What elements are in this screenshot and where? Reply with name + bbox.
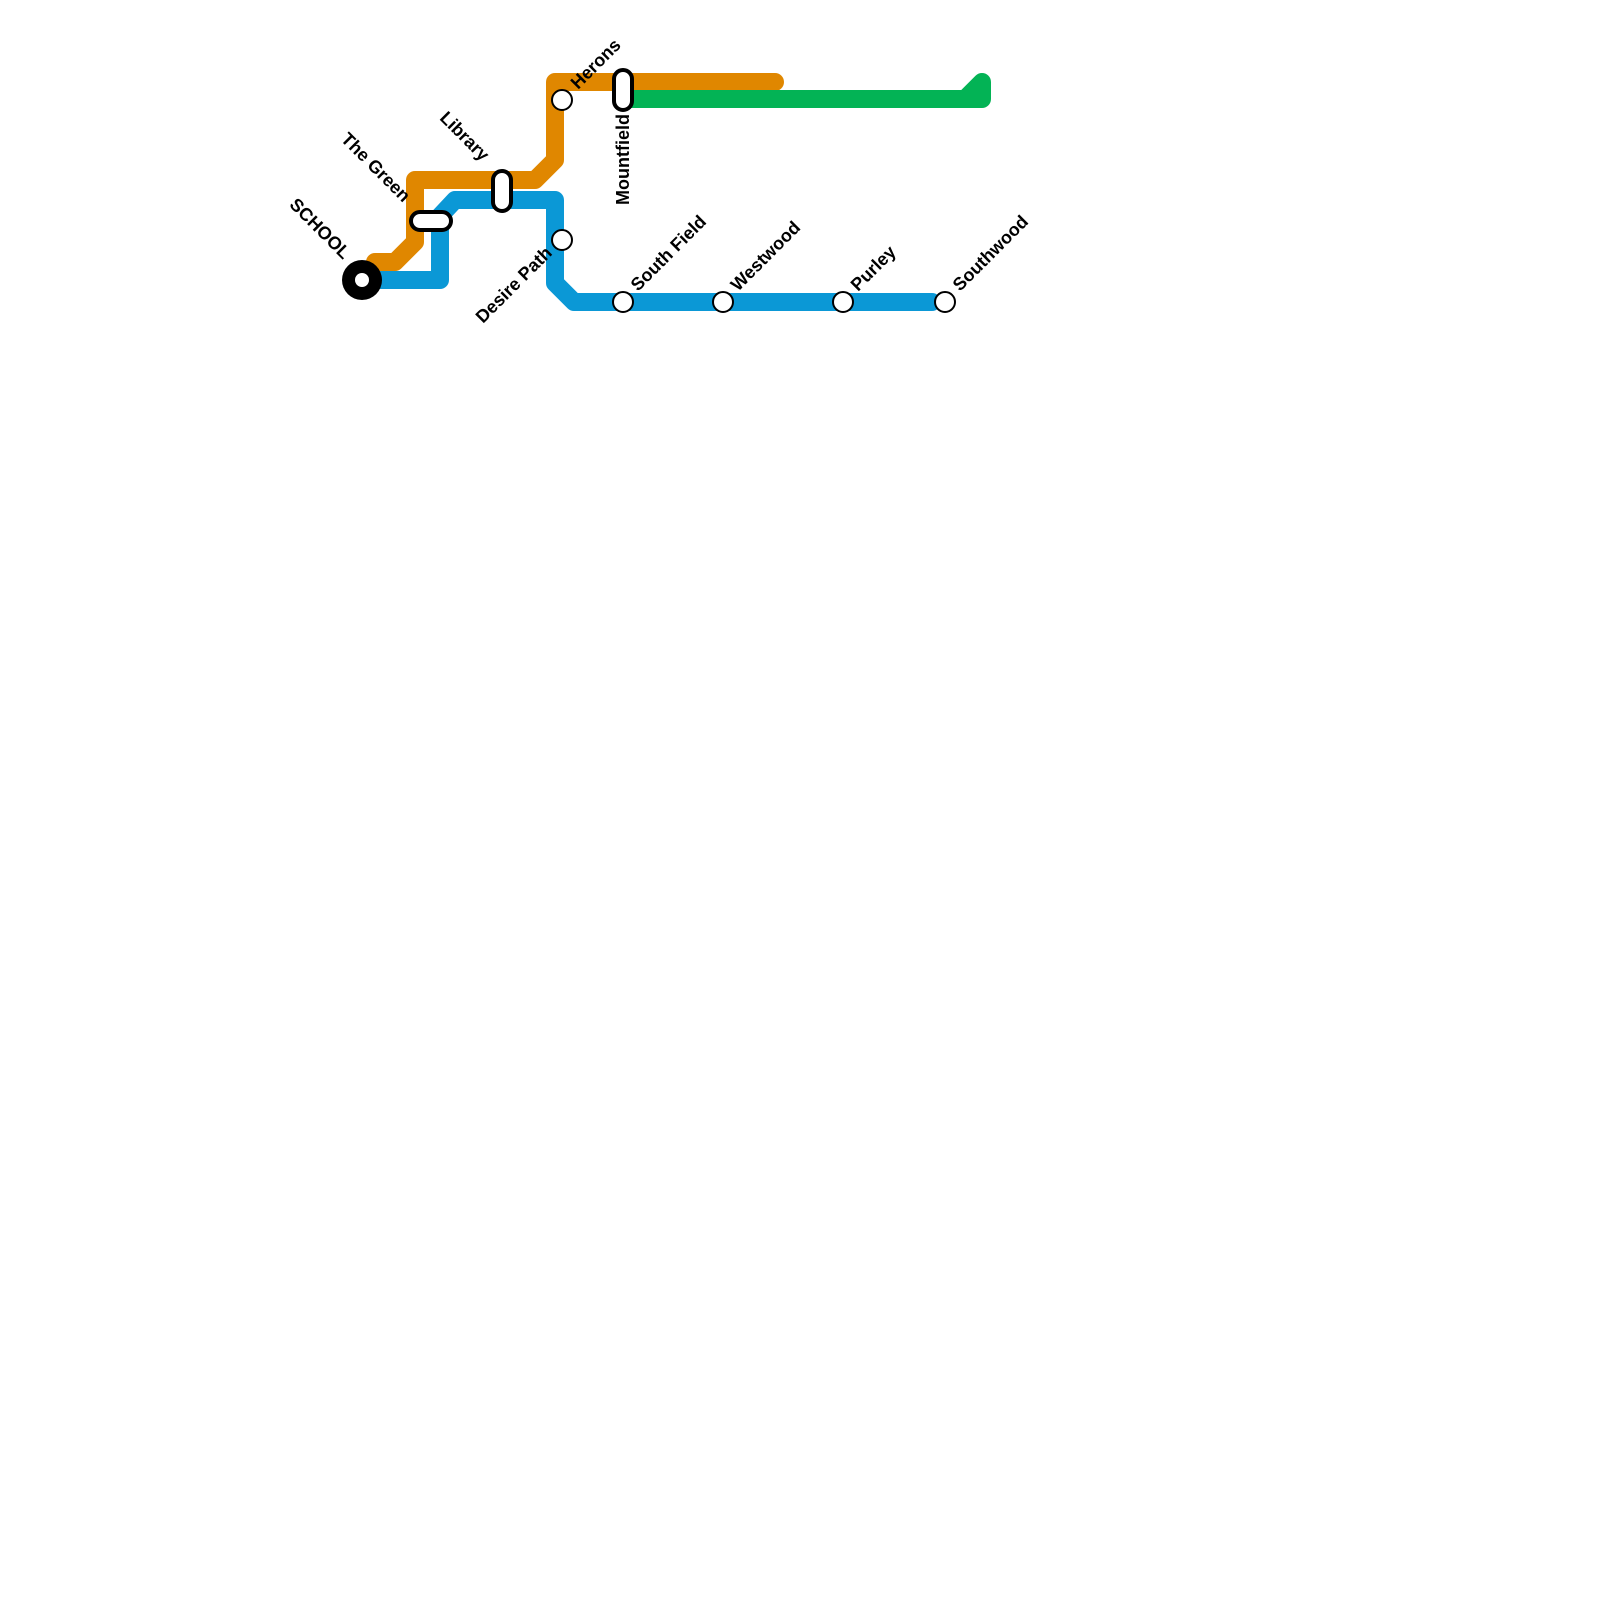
station-mountfield-marker[interactable] [612, 68, 634, 112]
south-field-label: South Field [627, 211, 710, 294]
school-terminus-center [355, 273, 369, 287]
station-desire-path-marker[interactable] [551, 229, 573, 251]
library-label: Library [436, 108, 493, 165]
mountfield-label: Mountfield [613, 114, 633, 205]
station-library-marker[interactable] [491, 169, 513, 213]
station-southwood-marker[interactable] [934, 291, 956, 313]
green-line [614, 73, 991, 108]
station-south-field-marker[interactable] [612, 291, 634, 313]
station-herons-marker[interactable] [551, 89, 573, 111]
station-westwood-marker[interactable] [712, 291, 734, 313]
purley-label: Purley [847, 242, 900, 295]
southwood-label: Southwood [949, 211, 1032, 294]
school-label: SCHOOL [286, 194, 355, 263]
desire-path-label: Desire Path [472, 243, 556, 327]
the-green-label: The Green [337, 129, 414, 206]
station-school[interactable] [342, 260, 382, 300]
westwood-label: Westwood [727, 217, 805, 295]
station-purley-marker[interactable] [832, 291, 854, 313]
station-the-green-marker[interactable] [409, 210, 453, 232]
